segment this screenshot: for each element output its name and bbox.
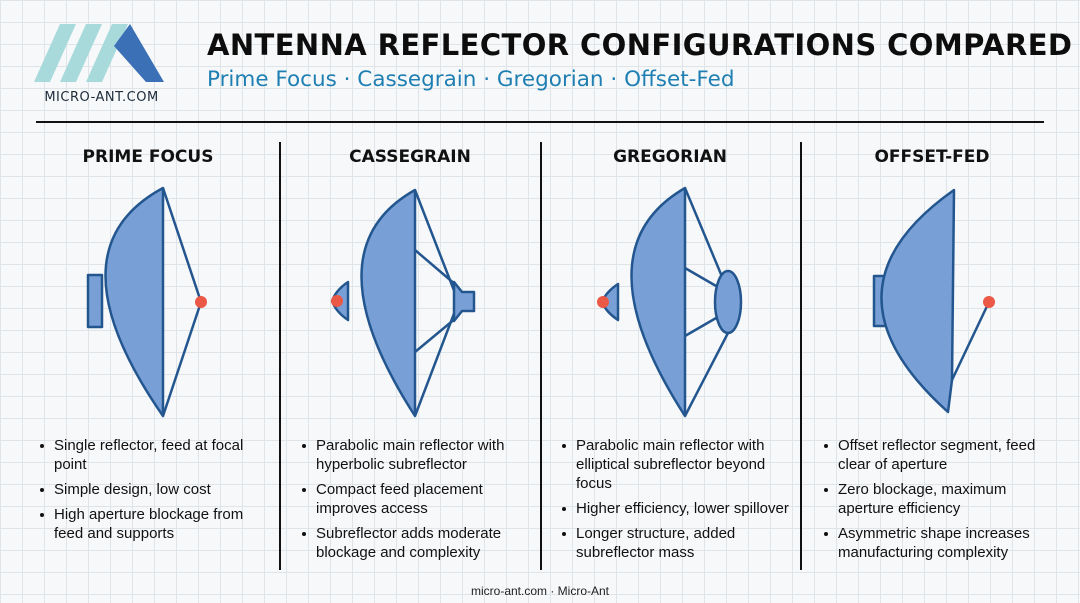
brand-logo: MICRO-ANT.COM — [34, 16, 169, 105]
list-item: Asymmetric shape increases manufacturing… — [822, 524, 1054, 562]
list-item: Parabolic main reflector with elliptical… — [560, 436, 796, 493]
offset-fed-reflector-diagram — [872, 188, 995, 414]
column-divider — [540, 142, 542, 570]
bullet-list: Single reflector, feed at focal point Si… — [38, 436, 268, 549]
feed-point-icon — [983, 296, 995, 308]
bullet-list: Parabolic main reflector with hyperbolic… — [300, 436, 532, 568]
page-title: ANTENNA REFLECTOR CONFIGURATIONS COMPARE… — [207, 28, 1073, 62]
bullet-list: Parabolic main reflector with elliptical… — [560, 436, 796, 568]
column-title: GREGORIAN — [613, 147, 727, 167]
cassegrain-reflector-diagram — [330, 188, 476, 418]
list-item: Higher efficiency, lower spillover — [560, 499, 796, 518]
column-divider — [800, 142, 802, 570]
footer-text: micro-ant.com · Micro-Ant — [470, 584, 610, 598]
column-title: CASSEGRAIN — [349, 147, 471, 167]
bullet-list: Offset reflector segment, feed clear of … — [822, 436, 1054, 568]
page-subtitle: Prime Focus · Cassegrain · Gregorian · O… — [207, 67, 735, 92]
list-item: Subreflector adds moderate blockage and … — [300, 524, 532, 562]
prime-focus-reflector-diagram — [86, 186, 207, 418]
logo-text: MICRO-ANT.COM — [44, 90, 159, 105]
list-item: Simple design, low cost — [38, 480, 268, 499]
column-title: OFFSET-FED — [874, 147, 990, 167]
feed-point-icon — [195, 296, 207, 308]
logo-mark-icon — [34, 24, 164, 82]
list-item: Zero blockage, maximum aperture efficien… — [822, 480, 1054, 518]
list-item: Single reflector, feed at focal point — [38, 436, 268, 474]
list-item: Offset reflector segment, feed clear of … — [822, 436, 1054, 474]
list-item: Longer structure, added subreflector mas… — [560, 524, 796, 562]
gregorian-reflector-diagram — [597, 186, 743, 418]
list-item: Compact feed placement improves access — [300, 480, 532, 518]
column-divider — [279, 142, 281, 570]
header-divider — [36, 121, 1044, 123]
feed-point-icon — [597, 296, 609, 308]
column-title: PRIME FOCUS — [82, 147, 214, 167]
feed-point-icon — [331, 295, 343, 307]
list-item: Parabolic main reflector with hyperbolic… — [300, 436, 532, 474]
list-item: High aperture blockage from feed and sup… — [38, 505, 268, 543]
